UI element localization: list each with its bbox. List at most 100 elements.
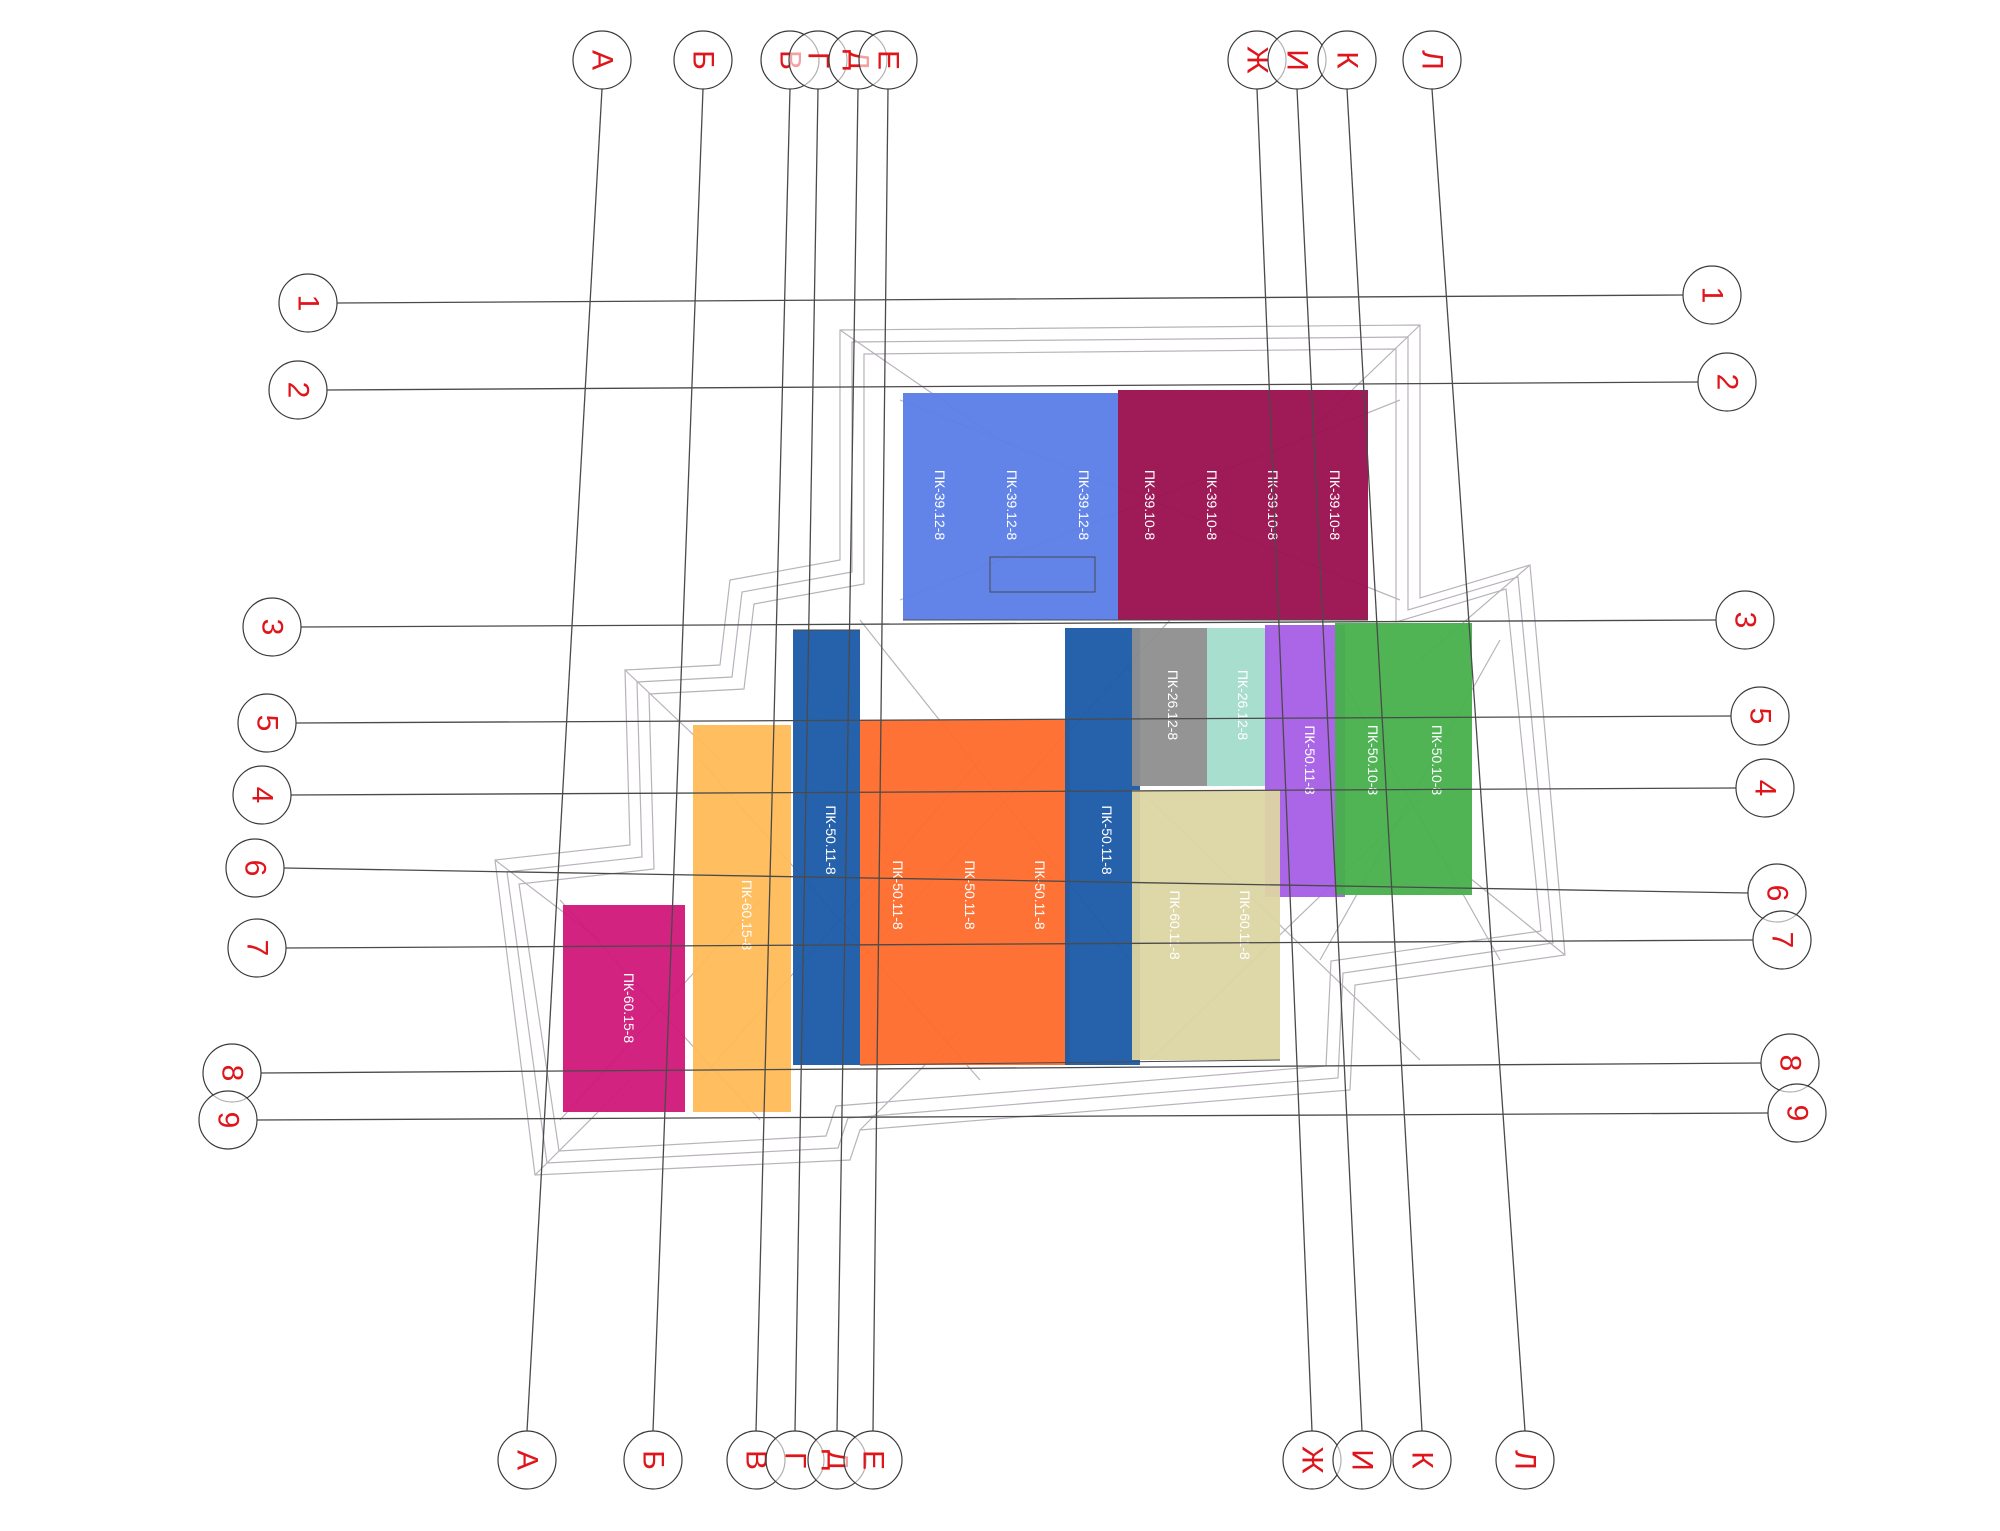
axis-bubble-bottom-zh: Ж xyxy=(1282,1430,1342,1490)
panel-label: ПК-26.12-8 xyxy=(1235,670,1251,741)
panel-group-p9: ПК-50.10-8 ПК-50.10-8 xyxy=(1335,623,1472,895)
panel-group-p4: ПК-50.11-8 ПК-50.11-8 ПК-50.11-8 xyxy=(860,720,1070,1065)
panel-label: ПК-50.11-8 xyxy=(1302,725,1318,795)
axis-bubble-top-k: К xyxy=(1317,30,1377,90)
axis-bubble-label: А xyxy=(586,50,619,70)
axis-bubble-label: К xyxy=(1406,1451,1439,1469)
axis-bubble-label: Б xyxy=(687,50,720,70)
axis-bubble-label: 1 xyxy=(1696,287,1729,304)
slab-panel[interactable] xyxy=(1065,628,1140,1065)
axis-bubble-label: 7 xyxy=(241,940,274,957)
panel-group-p2: ПК-39.10-8 ПК-39.10-8 ПК-39.10-8 ПК-39.1… xyxy=(1118,390,1368,620)
axis-bubble-circle xyxy=(1697,352,1757,412)
axis-bubble-bottom-l: Л xyxy=(1495,1430,1555,1490)
axis-bubble-left-8: 8 xyxy=(202,1043,262,1103)
axis-bubble-label: Б xyxy=(637,1450,670,1470)
panel-group-p11: ПК-60.15-8 xyxy=(693,725,791,1112)
axis-bubble-right-8: 8 xyxy=(1760,1033,1820,1093)
panel-label: ПК-26.12-8 xyxy=(1165,670,1181,741)
axis-bubble-label: Г xyxy=(779,1452,812,1468)
axis-bubble-circle xyxy=(623,1430,683,1490)
panel-label: ПК-39.10-8 xyxy=(1327,470,1343,541)
axis-bubble-label: В xyxy=(740,1450,773,1470)
axis-bubble-left-9: 9 xyxy=(198,1090,258,1150)
panel-group-p5: ПК-50.11-8 xyxy=(1065,628,1140,1065)
axis-bubble-bottom-g: Г xyxy=(765,1430,825,1490)
axis-bubble-bottom-i: И xyxy=(1332,1430,1392,1490)
panel-label: ПК-50.11-8 xyxy=(1032,860,1048,930)
axis-bubble-left-4: 4 xyxy=(232,765,292,825)
axis-bubble-label: 5 xyxy=(1744,708,1777,725)
axis-bubble-bottom-a: А xyxy=(497,1430,557,1490)
axis-bubble-label: 8 xyxy=(1774,1055,1807,1072)
slab-panel[interactable] xyxy=(1207,628,1269,786)
axis-bubble-right-7: 7 xyxy=(1752,910,1812,970)
axis-bubble-circle xyxy=(572,30,632,90)
axis-bubble-circle xyxy=(225,838,285,898)
axis-line-e xyxy=(872,88,889,1432)
axis-line-7 xyxy=(285,939,1754,949)
panel-label: ПК-39.12-8 xyxy=(932,470,948,541)
panel-label: ПК-60.15-8 xyxy=(739,880,755,951)
axis-bubble-label: 3 xyxy=(256,619,289,636)
axis-bubble-circle xyxy=(198,1090,258,1150)
axis-bubble-label: А xyxy=(511,1450,544,1470)
axis-line-d xyxy=(836,88,859,1432)
axis-line-3 xyxy=(300,619,1717,628)
slab-panel[interactable] xyxy=(693,725,791,1112)
axis-bubble-circle xyxy=(1332,1430,1392,1490)
axis-bubble-circle xyxy=(1752,910,1812,970)
axis-bubble-label: 6 xyxy=(239,860,272,877)
slab-panel[interactable] xyxy=(563,905,685,1112)
axis-bubble-left-1: 1 xyxy=(278,273,338,333)
axis-bubble-bottom-k: К xyxy=(1392,1430,1452,1490)
axis-line-2 xyxy=(326,381,1699,391)
slab-panel[interactable] xyxy=(1132,628,1207,786)
axis-line-g xyxy=(794,88,819,1432)
axis-bubble-circle xyxy=(1392,1430,1452,1490)
panel-label: ПК-39.10-8 xyxy=(1265,470,1281,541)
axis-bubble-bottom-b: Б xyxy=(623,1430,683,1490)
axis-bubble-label: 6 xyxy=(1761,885,1794,902)
axis-bubble-circle xyxy=(268,360,328,420)
slab-panel[interactable] xyxy=(1132,790,1280,1060)
slab-panel[interactable] xyxy=(1118,390,1368,620)
panel-label: ПК-60.15-8 xyxy=(621,973,637,1044)
axis-bubble-top-l: Л xyxy=(1402,30,1462,90)
axis-bubble-circle xyxy=(1682,265,1742,325)
axis-bubble-circle xyxy=(1735,758,1795,818)
axis-bubble-circle xyxy=(843,1430,903,1490)
axis-line-i xyxy=(1296,88,1363,1432)
axis-bubble-top-b: Б xyxy=(673,30,733,90)
slab-panel[interactable] xyxy=(903,393,1118,620)
axis-bubble-circle xyxy=(227,918,287,978)
axis-bubble-top-i: И xyxy=(1267,30,1327,90)
axis-bubble-top-e: Е xyxy=(858,30,918,90)
axis-bubble-label: 3 xyxy=(1729,612,1762,629)
axis-bubble-circle xyxy=(1402,30,1462,90)
slab-panel[interactable] xyxy=(860,720,1070,1065)
axis-bubble-circle xyxy=(497,1430,557,1490)
axis-bubble-circle xyxy=(1317,30,1377,90)
axis-bubble-label: Е xyxy=(872,50,905,70)
axis-bubble-label: 4 xyxy=(246,787,279,804)
axis-bubble-left-7: 7 xyxy=(227,918,287,978)
structural-overlay xyxy=(793,556,1368,1066)
axis-bubble-label: 9 xyxy=(1781,1105,1814,1122)
panel-label: ПК-39.12-8 xyxy=(1004,470,1020,541)
axis-bubble-right-5: 5 xyxy=(1730,686,1790,746)
panel-group-p1: ПК-39.12-8 ПК-39.12-8 ПК-39.12-8 xyxy=(903,393,1118,620)
axis-bubble-circle xyxy=(237,693,297,753)
axis-line-4 xyxy=(290,787,1737,796)
panel-label: ПК-50.11-8 xyxy=(890,860,906,930)
axis-bubble-circle xyxy=(858,30,918,90)
slab-panel[interactable] xyxy=(1335,623,1472,895)
axis-bubble-circle xyxy=(232,765,292,825)
axis-bubble-label: 8 xyxy=(216,1065,249,1082)
axis-line-a xyxy=(526,88,603,1432)
axis-bubble-label: И xyxy=(1281,49,1314,71)
panel-group-p3: ПК-50.11-8 xyxy=(793,630,860,1065)
axis-bubble-label: 2 xyxy=(1711,374,1744,391)
panel-group-p7: ПК-26.12-8 xyxy=(1207,628,1269,786)
